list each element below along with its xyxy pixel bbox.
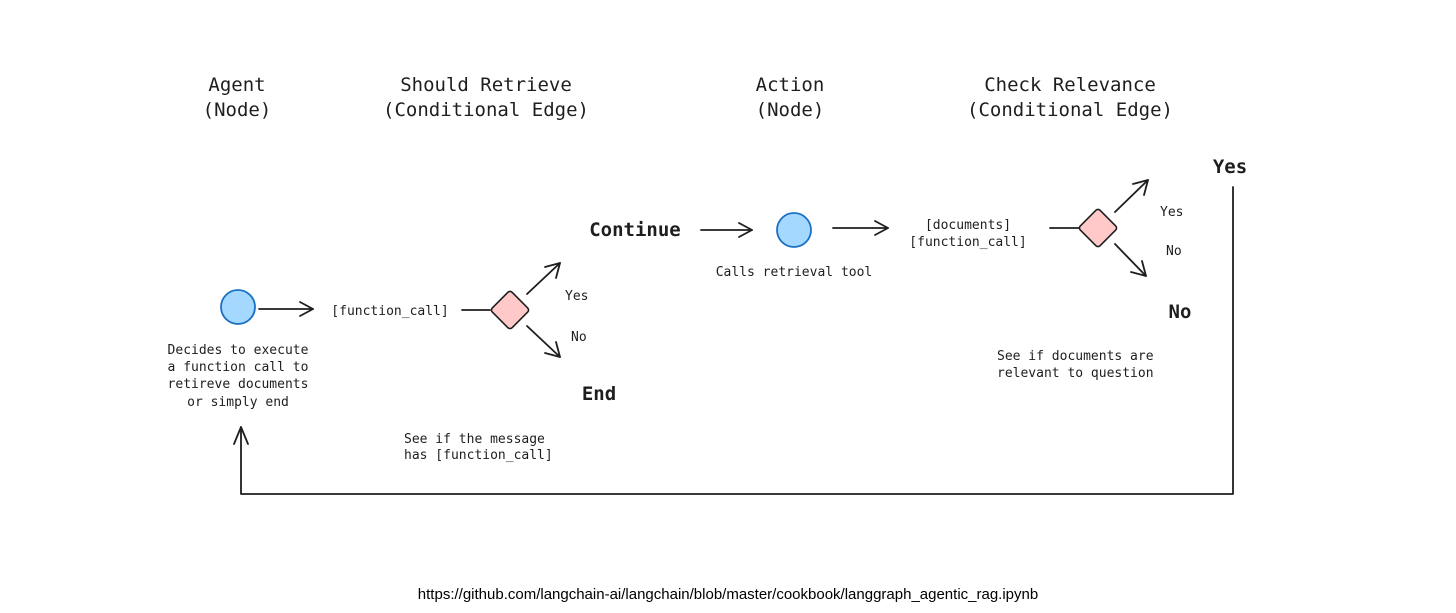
header-should-retrieve: Should Retrieve (Conditional Edge) [383,74,589,121]
header-check-relevance-title: Check Relevance [984,74,1156,96]
agent-description-line: or simply end [187,395,289,410]
check-relevance-description: See if documents are relevant to questio… [997,349,1154,381]
agent-node [220,289,256,325]
header-should-retrieve-title: Should Retrieve [400,74,572,96]
agent-description-line: Decides to execute [168,343,309,358]
action-to-documents-arrow [832,220,889,236]
should-retrieve-yes-arrow [526,262,561,295]
continue-to-action-arrow [700,222,753,238]
header-action-subtitle: (Node) [756,99,825,121]
continue-label: Continue [589,219,681,241]
source-url: https://github.com/langchain-ai/langchai… [418,586,1038,603]
check-relevance-description-line: relevant to question [997,366,1154,381]
agent-description-line: retireve documents [168,377,309,392]
end-label: End [582,383,616,405]
header-action-title: Action [756,74,825,96]
check-relevance-yes-label: Yes [1160,205,1183,220]
should-retrieve-no-label: No [571,330,587,345]
header-agent-title: Agent [208,74,265,96]
header-action: Action (Node) [756,74,825,121]
check-relevance-yes-arrow [1114,179,1149,213]
check-relevance-no-arrow [1114,243,1147,277]
documents-label: [documents] [925,218,1011,233]
agent-description-line: a function call to [168,360,309,375]
should-retrieve-description-line: See if the message [404,432,545,447]
check-relevance-description-line: See if documents are [997,349,1154,364]
action-description: Calls retrieval tool [716,265,873,280]
should-retrieve-description-line: has [function_call] [404,448,553,463]
should-retrieve-description: See if the message has [function_call] [404,432,553,463]
should-retrieve-no-arrow [526,325,561,358]
check-relevance-diamond [1078,208,1118,248]
action-node [776,212,812,248]
should-retrieve-yes-label: Yes [565,289,588,304]
function-call-label: [function_call] [331,304,448,319]
header-agent-subtitle: (Node) [203,99,272,121]
agent-description: Decides to execute a function call to re… [168,343,309,410]
feedback-loop-arrow [233,186,1234,495]
relevance-no-target: No [1169,301,1192,323]
agent-to-function-call-arrow [258,301,314,317]
header-should-retrieve-subtitle: (Conditional Edge) [383,99,589,121]
relevance-yes-target: Yes [1213,156,1247,178]
should-retrieve-diamond [490,290,530,330]
header-agent: Agent (Node) [203,74,272,121]
header-check-relevance-subtitle: (Conditional Edge) [967,99,1173,121]
check-relevance-no-label: No [1166,244,1182,259]
function-call-label-2: [function_call] [909,235,1026,250]
header-check-relevance: Check Relevance (Conditional Edge) [967,74,1173,121]
